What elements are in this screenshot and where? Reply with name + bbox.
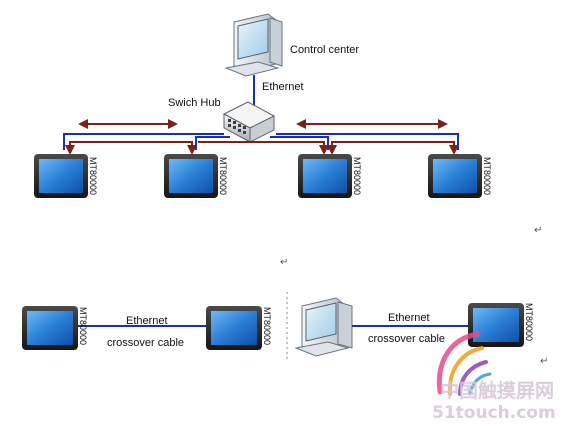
hmi-panel-7 xyxy=(468,303,524,347)
right-cable-label-2: crossover cable xyxy=(368,333,445,345)
watermark-logo xyxy=(436,331,492,396)
hmi-panel-3-model: MT80000 xyxy=(352,157,362,195)
hmi-panel-6-model: MT80000 xyxy=(262,307,272,345)
right-cable-label-1: Ethernet xyxy=(388,312,430,324)
hmi-panel-7-model: MT80000 xyxy=(524,303,534,341)
hmi-panel-3 xyxy=(298,154,352,198)
hmi-panel-4-model: MT80000 xyxy=(482,157,492,195)
pc-computer xyxy=(294,297,353,357)
hmi-panel-2-model: MT80000 xyxy=(218,157,228,195)
uplink-ethernet-label: Ethernet xyxy=(262,81,304,93)
traffic-arrows xyxy=(65,119,459,155)
watermark-text-url: 51touch.com xyxy=(432,403,556,423)
watermark-text-cn: 中国触摸屏网 xyxy=(440,379,554,402)
hmi-panel-4 xyxy=(428,154,482,198)
left-cable-label-2: crossover cable xyxy=(107,337,184,349)
switch-hub xyxy=(222,101,276,143)
hmi-panel-5-model: MT80000 xyxy=(78,307,88,345)
hmi-panel-1-model: MT80000 xyxy=(88,157,98,195)
paragraph-mark-2: ↵ xyxy=(280,257,288,268)
paragraph-mark-1: ↵ xyxy=(534,225,542,236)
left-cable-label-1: Ethernet xyxy=(126,315,168,327)
hub-label: Swich Hub xyxy=(168,97,221,109)
control-center-computer xyxy=(224,13,283,77)
paragraph-mark-3: ↵ xyxy=(540,356,548,367)
hmi-panel-1 xyxy=(34,154,88,198)
control-center-label: Control center xyxy=(290,44,359,56)
hmi-panel-2 xyxy=(164,154,218,198)
hmi-panel-6 xyxy=(206,306,262,350)
hmi-panel-5 xyxy=(22,306,78,350)
